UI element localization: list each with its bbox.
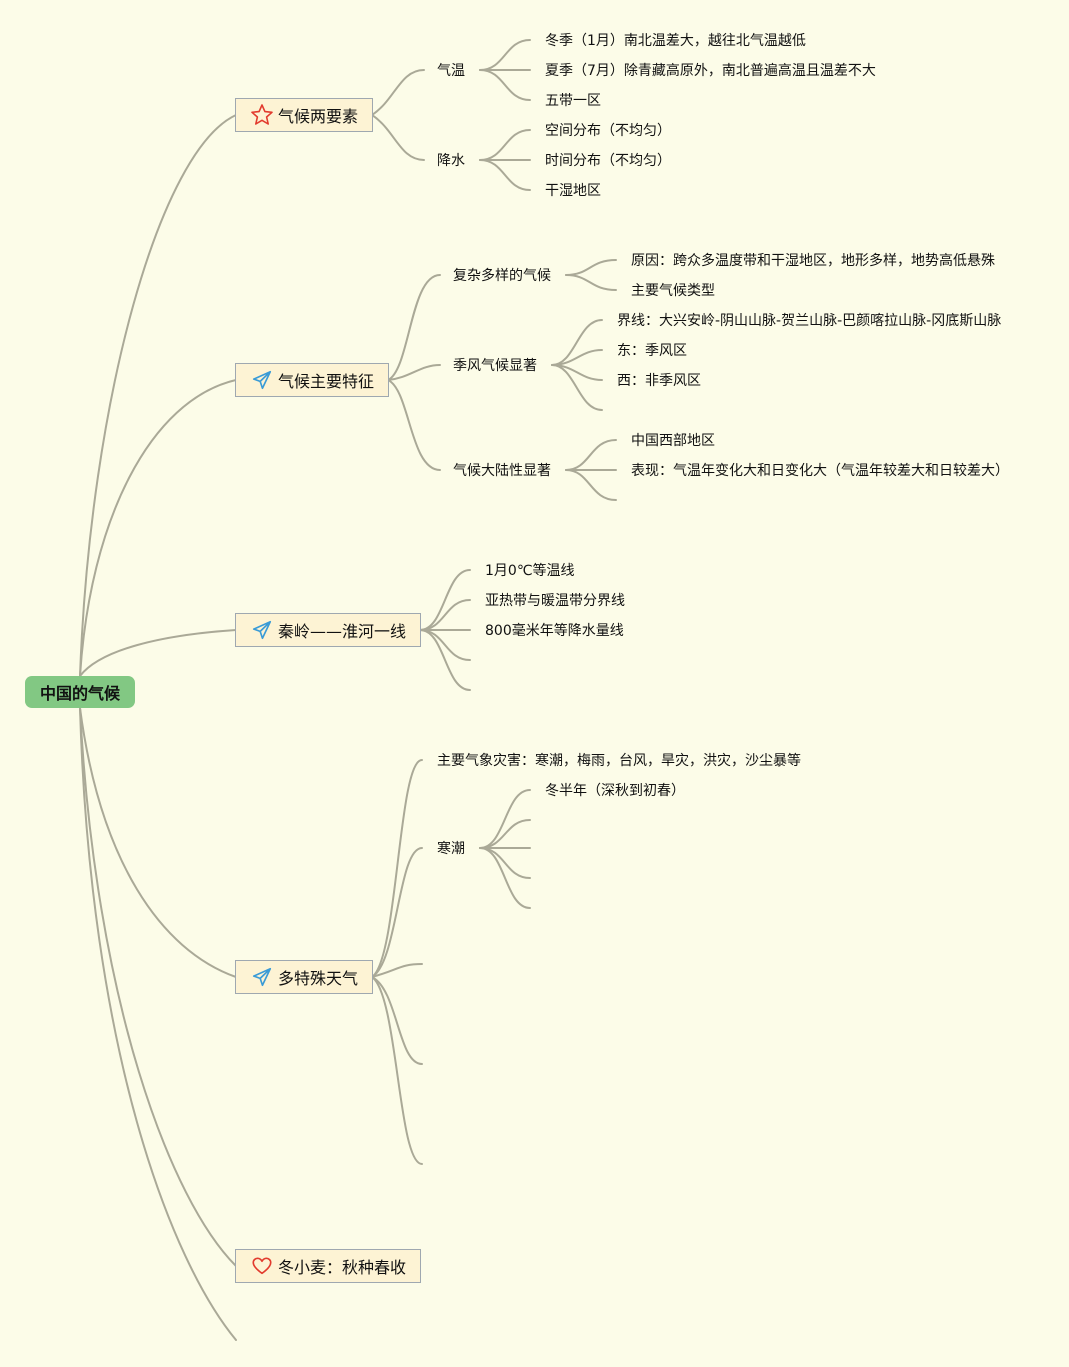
leaf-monsoon-east[interactable]: 东：季风区 bbox=[617, 343, 687, 359]
leaf-continental-manifestation[interactable]: 表现：气温年变化大和日变化大（气温年较差大和日较差大） bbox=[631, 463, 1009, 479]
leaf-precipitation-dry-wet[interactable]: 干湿地区 bbox=[545, 183, 601, 199]
leaf-cold-wave-season[interactable]: 冬半年（深秋到初春） bbox=[545, 783, 685, 799]
paper-plane-icon bbox=[250, 618, 274, 642]
leaf-diverse-reason[interactable]: 原因：跨众多温度带和干湿地区，地形多样，地势高低悬殊 bbox=[631, 253, 995, 269]
leaf-temperature-zones[interactable]: 五带一区 bbox=[545, 93, 601, 109]
branch-qinling-huaihe[interactable]: 秦岭——淮河一线 bbox=[235, 613, 421, 647]
leaf-precipitation-time[interactable]: 时间分布（不均匀） bbox=[545, 153, 671, 169]
branch-label: 气候两要素 bbox=[278, 107, 359, 126]
node-monsoon[interactable]: 季风气候显著 bbox=[453, 358, 537, 374]
root-label: 中国的气候 bbox=[39, 684, 120, 703]
node-cold-wave[interactable]: 寒潮 bbox=[437, 841, 465, 857]
node-temperature[interactable]: 气温 bbox=[437, 63, 465, 79]
leaf-disasters[interactable]: 主要气象灾害：寒潮，梅雨，台风，旱灾，洪灾，沙尘暴等 bbox=[437, 753, 801, 769]
branch-special-weather[interactable]: 多特殊天气 bbox=[235, 960, 373, 994]
heart-icon bbox=[250, 1254, 274, 1278]
branch-winter-wheat[interactable]: 冬小麦：秋种春收 bbox=[235, 1249, 421, 1283]
leaf-monsoon-boundary[interactable]: 界线：大兴安岭-阴山山脉-贺兰山脉-巴颜喀拉山脉-冈底斯山脉 bbox=[617, 313, 1002, 329]
branch-label: 气候主要特征 bbox=[278, 372, 375, 391]
branch-main-features[interactable]: 气候主要特征 bbox=[235, 363, 389, 397]
node-continental[interactable]: 气候大陆性显著 bbox=[453, 463, 551, 479]
leaf-temperature-summer[interactable]: 夏季（7月）除青藏高原外，南北普遍高温且温差不大 bbox=[545, 63, 876, 79]
branch-label: 秦岭——淮河一线 bbox=[278, 622, 407, 641]
leaf-isotherm[interactable]: 1月0℃等温线 bbox=[485, 563, 575, 579]
leaf-temperature-winter[interactable]: 冬季（1月）南北温差大，越往北气温越低 bbox=[545, 33, 806, 49]
branch-climate-elements[interactable]: 气候两要素 bbox=[235, 98, 373, 132]
leaf-diverse-types[interactable]: 主要气候类型 bbox=[631, 283, 715, 299]
leaf-monsoon-west[interactable]: 西：非季风区 bbox=[617, 373, 701, 389]
leaf-subtropical-boundary[interactable]: 亚热带与暖温带分界线 bbox=[485, 593, 625, 609]
leaf-continental-region[interactable]: 中国西部地区 bbox=[631, 433, 715, 449]
node-precipitation[interactable]: 降水 bbox=[437, 153, 465, 169]
root-node[interactable]: 中国的气候 bbox=[25, 676, 135, 708]
paper-plane-icon bbox=[250, 965, 274, 989]
leaf-isohyet[interactable]: 800毫米年等降水量线 bbox=[485, 623, 624, 639]
leaf-precipitation-space[interactable]: 空间分布（不均匀） bbox=[545, 123, 671, 139]
paper-plane-icon bbox=[250, 368, 274, 392]
star-icon bbox=[250, 103, 274, 127]
branch-label: 冬小麦：秋种春收 bbox=[278, 1258, 407, 1277]
node-diverse-climate[interactable]: 复杂多样的气候 bbox=[453, 268, 551, 284]
branch-label: 多特殊天气 bbox=[278, 969, 359, 988]
